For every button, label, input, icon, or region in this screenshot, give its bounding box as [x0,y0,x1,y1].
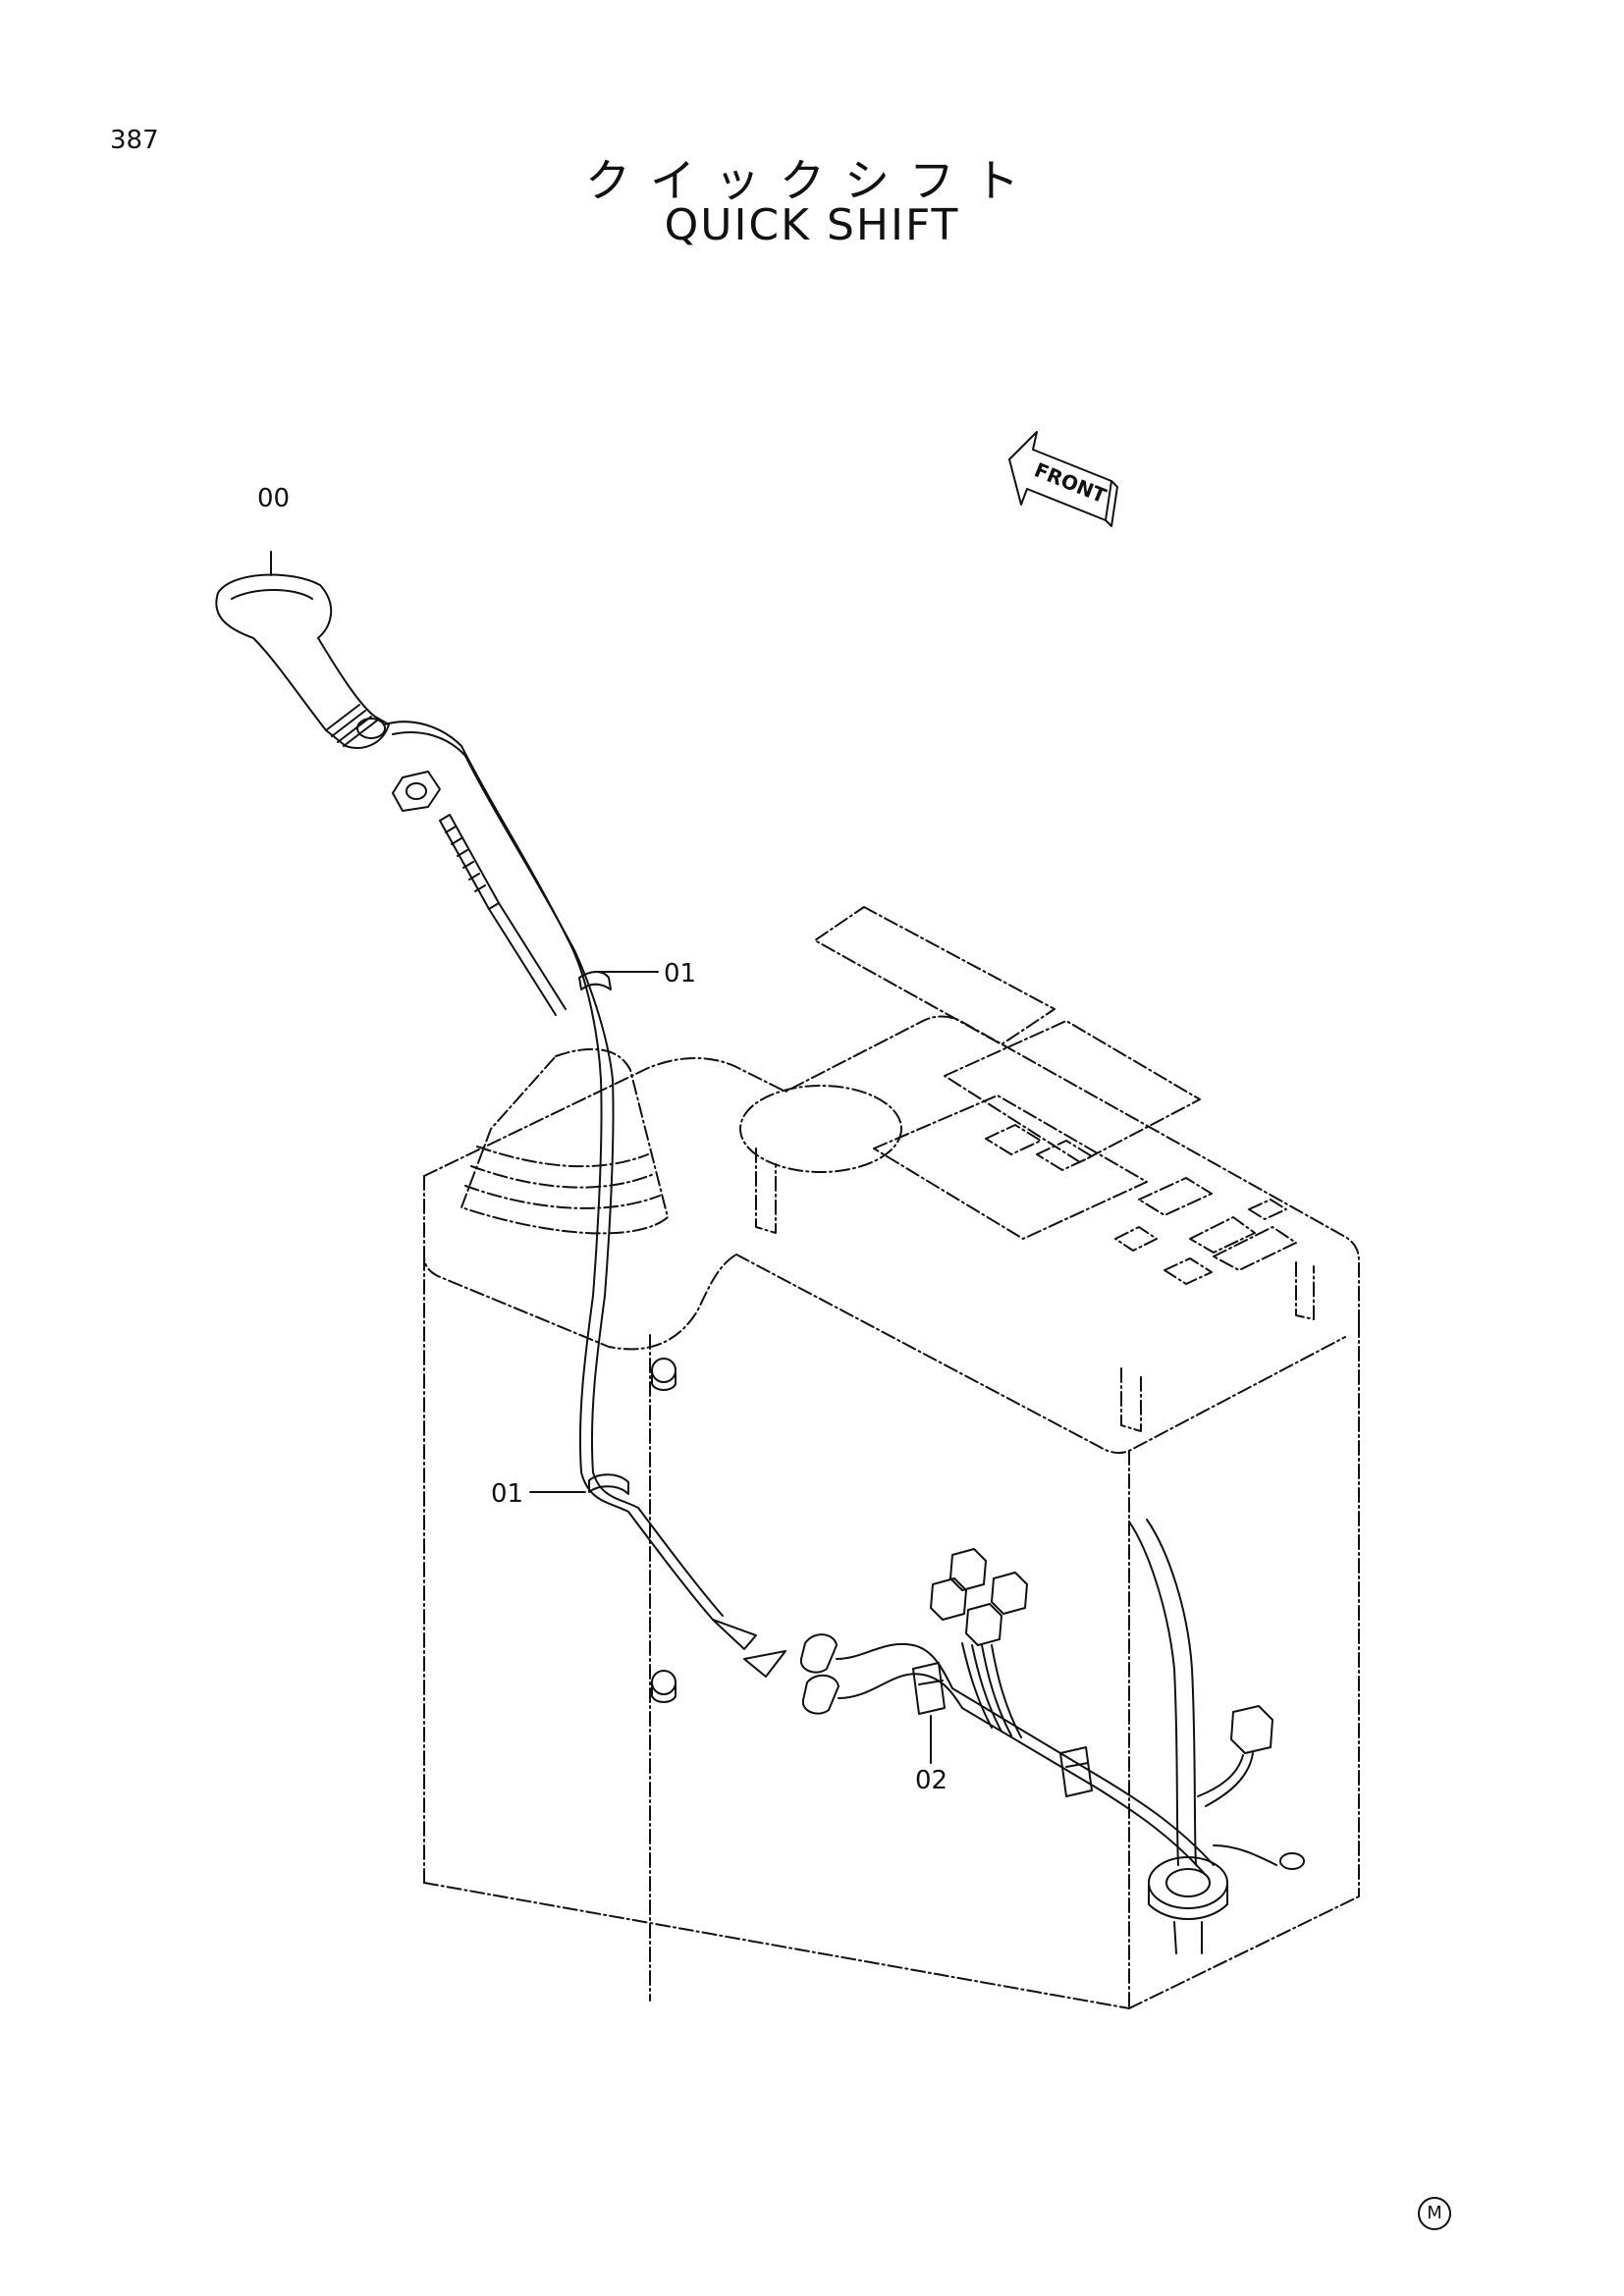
manufacturer-mark: M [1418,2197,1451,2230]
leader-lines [270,551,932,1764]
mounting-bolts [651,1358,677,1703]
page-title-english: QUICK SHIFT [664,200,960,250]
lock-nut [392,771,441,812]
lever-knob [215,573,390,749]
page-title-japanese: クイックシフト [585,154,1039,207]
console-top-details [739,906,1315,1432]
callout-clip-lower: 01 [491,1479,523,1509]
page-number: 387 [110,126,159,155]
callout-knob: 00 [257,484,290,513]
console-box [423,1015,1360,2009]
wire-harness [384,721,1305,1954]
lever-rod [439,814,567,1016]
front-arrow-icon: FRONT [1008,431,1118,527]
callout-clamp: 02 [915,1766,947,1795]
lever-boot [460,1047,669,1235]
callout-clip-upper: 01 [664,959,696,988]
